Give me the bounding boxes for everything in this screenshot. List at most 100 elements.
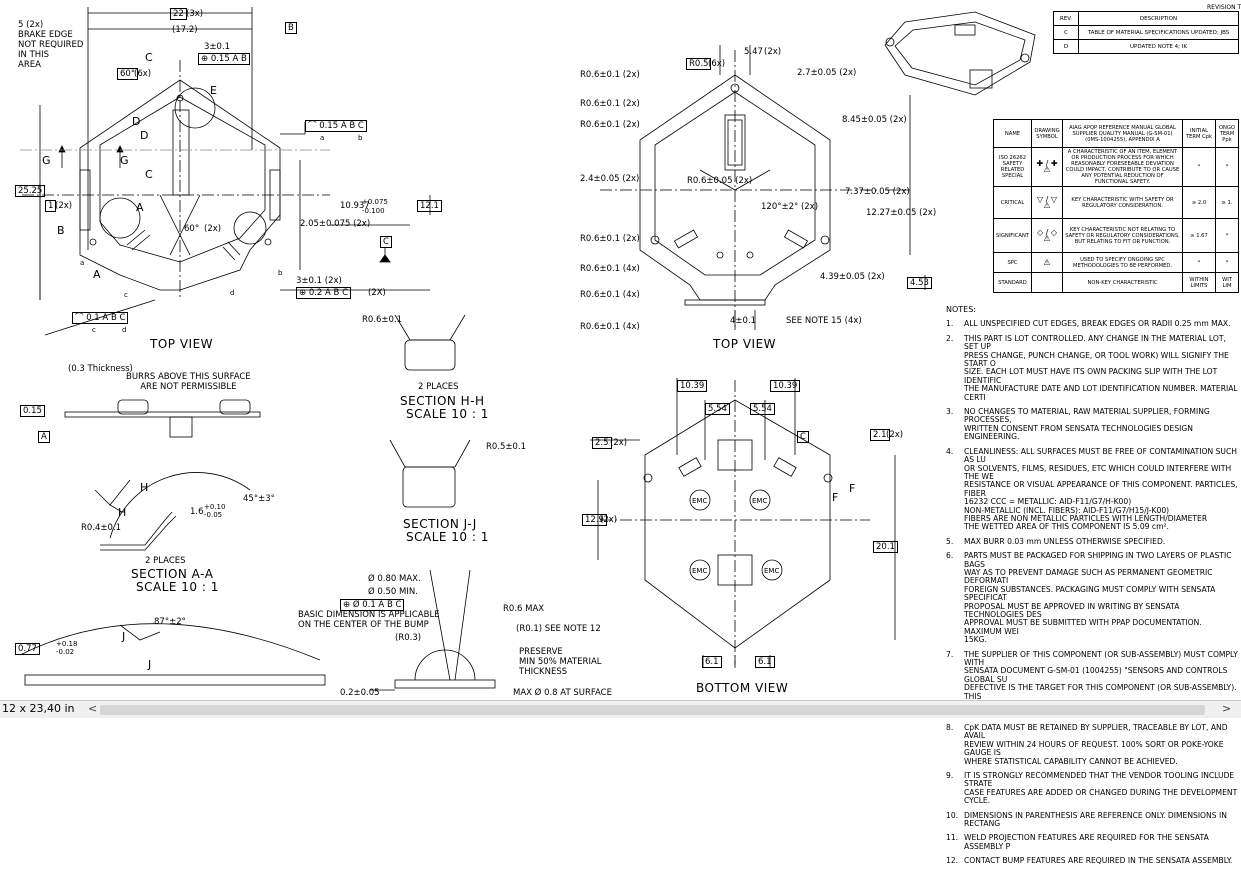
dim-1-6-tol-up: +0.10 — [204, 503, 226, 511]
section-letter-a2: A — [93, 268, 101, 281]
fcf-profile: ⌒ 0.15 A B C — [305, 120, 367, 132]
section-letter-b: B — [57, 224, 65, 237]
section-letter-f2: F — [849, 482, 856, 495]
note-item: 11.WELD PROJECTION FEATURES ARE REQUIRED… — [946, 834, 1238, 851]
dim-22: 22 — [170, 8, 187, 20]
table-row: C TABLE OF MATERIAL SPECIFICATIONS UPDAT… — [1053, 25, 1239, 40]
dim-5-54-a: 5.54 — [705, 403, 730, 415]
note-item: 12.CONTACT BUMP FEATURES ARE REQUIRED IN… — [946, 857, 1238, 865]
note-text: CONTACT BUMP FEATURES ARE REQUIRED IN TH… — [964, 857, 1233, 866]
legend-initial-cell: WITHIN LIMITS — [1182, 272, 1216, 293]
dim-5-54-b: 5.54 — [750, 403, 775, 415]
point-d: d — [230, 289, 235, 297]
horizontal-scrollbar[interactable] — [100, 705, 1205, 715]
dim-5-47: 5.47 — [744, 47, 763, 57]
angle-120: 120°±2° (2x) — [761, 202, 819, 212]
dim-2-1-qty: (2x) — [886, 430, 904, 440]
emc-marker-2: EMC — [752, 497, 768, 505]
dim-60-2x-qty: (2x) — [204, 224, 222, 234]
radius-r06-3: R0.6±0.1 (2x) — [580, 120, 640, 130]
view-title-top-left: TOP VIEW — [150, 337, 214, 351]
legend-desc-cell: NON-KEY CHARACTERISTIC — [1062, 272, 1183, 293]
angle-87: 87°±2° — [154, 617, 186, 627]
dim-20-1: 20.1 — [873, 541, 898, 553]
dim-3-2x: 3±0.1 (2x) — [296, 276, 342, 286]
legend-header-symbol: DRAWING SYMBOL — [1031, 119, 1063, 148]
profile-d: d — [122, 326, 127, 334]
section-letter-d: D — [132, 115, 141, 128]
view-title-section-aa: SECTION A-A — [131, 567, 214, 581]
dim-2-1: 2.1 — [870, 429, 890, 441]
note-item: 5.MAX BURR 0.03 mm UNLESS OTHERWISE SPEC… — [946, 538, 1238, 546]
point-a: a — [80, 259, 85, 267]
dim-10-39-a: 10.39 — [677, 380, 708, 392]
radius-r06-4: R0.6±0.1 (2x) — [580, 234, 640, 244]
dim-10-937: 10.937 — [340, 201, 370, 211]
legend-symbol-cell: ✚ / ✚ ⚠ — [1031, 147, 1063, 187]
dim-12-27: 12.27±0.05 (2x) — [866, 208, 937, 218]
drawing-canvas — [19, 7, 1036, 691]
view-title-top-right: TOP VIEW — [713, 337, 777, 351]
datum-c-bottom: C — [797, 431, 809, 443]
legend-name-cell: SIGNIFICANT — [993, 218, 1032, 253]
flatness-077-tol-up: +0.18 — [56, 640, 78, 648]
fcf-position-2-qty: (2X) — [368, 288, 386, 298]
notes-heading: NOTES: — [946, 306, 976, 314]
angle-60: 60° — [117, 68, 139, 80]
flatness-077-tol-dn: -0.02 — [56, 648, 75, 656]
radius-r01-note: (R0.1) SEE NOTE 12 — [516, 624, 601, 634]
dia-050: Ø 0.50 MIN. — [368, 587, 418, 597]
view-title-section-jj: SECTION J-J — [403, 517, 477, 531]
dim-25-25: 25.25 — [15, 185, 46, 197]
section-letter-f1: F — [832, 491, 839, 504]
note-number: 6. — [946, 552, 954, 561]
radius-r06-4x-1: R0.6±0.1 (4x) — [580, 264, 640, 274]
legend-ongoing-cell: * — [1215, 147, 1239, 187]
note-item: 9.IT IS STRONGLY RECOMMENDED THAT THE VE… — [946, 772, 1238, 806]
radius-r03: (R0.3) — [395, 633, 422, 643]
table-row: SPC ⚠ USED TO SPECIFY ONGOING SPC METHOD… — [993, 252, 1239, 273]
dim-4: 4±0.1 — [730, 316, 757, 326]
burrs-note: BURRS ABOVE THIS SURFACE ARE NOT PERMISS… — [126, 372, 251, 392]
emc-marker-1: EMC — [692, 497, 708, 505]
note-item: 1.ALL UNSPECIFIED CUT EDGES, BREAK EDGES… — [946, 320, 1238, 328]
rev-cell: C — [1053, 25, 1079, 40]
note-text: NO CHANGES TO MATERIAL, RAW MATERIAL SUP… — [964, 408, 1210, 442]
profile-b: b — [358, 134, 363, 142]
dim-1-6-tol-dn: -0.05 — [204, 511, 223, 519]
section-letter-c: C — [145, 51, 153, 64]
see-note-15: SEE NOTE 15 (4x) — [786, 316, 862, 326]
legend-header-desc: AIAG APQP REFERENCE MANUAL GLOBAL SUPPLI… — [1062, 119, 1183, 148]
scroll-right-button[interactable]: > — [1222, 702, 1232, 715]
radius-r06-4x-2: R0.6±0.1 (4x) — [580, 290, 640, 300]
status-bar: 12 x 23,40 in < > — [0, 700, 1241, 718]
fcf-position-2: ⊕ 0.2 A B C — [296, 287, 352, 299]
radius-jj: R0.5±0.1 — [486, 442, 527, 452]
table-row: ISO 26262 SAFETY RELATED SPECIAL ✚ / ✚ ⚠… — [993, 147, 1239, 187]
table-row: SIGNIFICANT ◇ / ◇ ⚠ KEY CHARACTERISTIC N… — [993, 218, 1239, 253]
bottom-view-outline — [590, 378, 896, 668]
preserve-note: PRESERVE MIN 50% MATERIAL THICKNESS — [519, 647, 602, 677]
section-letter-h2: H — [118, 506, 127, 519]
radius-r06-2: R0.6±0.1 (2x) — [580, 99, 640, 109]
legend-desc-cell: KEY CHARACTERISTIC NOT RELATING TO SAFET… — [1062, 218, 1183, 253]
revision-table: REV. DESCRIPTION C TABLE OF MATERIAL SPE… — [1053, 11, 1239, 54]
legend-initial-cell: * — [1182, 147, 1216, 187]
point-b: b — [278, 269, 283, 277]
radius-r06-max: R0.6 MAX — [503, 604, 545, 614]
legend-desc-cell: KEY CHARACTERISTIC WITH SAFETY OR REGULA… — [1062, 186, 1183, 219]
dim-22-qty: (3x) — [186, 9, 204, 19]
dim-1-qty: (2x) — [55, 201, 73, 211]
view-scale-section-aa: SCALE 10 : 1 — [136, 580, 219, 594]
legend-symbol-cell: ◇ / ◇ ⚠ — [1031, 218, 1063, 253]
note-number: 8. — [946, 723, 954, 732]
isometric-view — [884, 11, 1036, 96]
radius-r06-005: R0.6±0.05 (2x) — [687, 176, 753, 186]
scroll-left-button[interactable]: < — [88, 702, 98, 715]
view-title-bottom: BOTTOM VIEW — [696, 681, 789, 695]
profile-a: a — [320, 134, 325, 142]
rev-header-desc: DESCRIPTION — [1078, 11, 1239, 26]
note-number: 4. — [946, 447, 954, 456]
legend-name-cell: CRITICAL — [993, 186, 1032, 219]
note-text: IT IS STRONGLY RECOMMENDED THAT THE VEND… — [964, 771, 1238, 806]
